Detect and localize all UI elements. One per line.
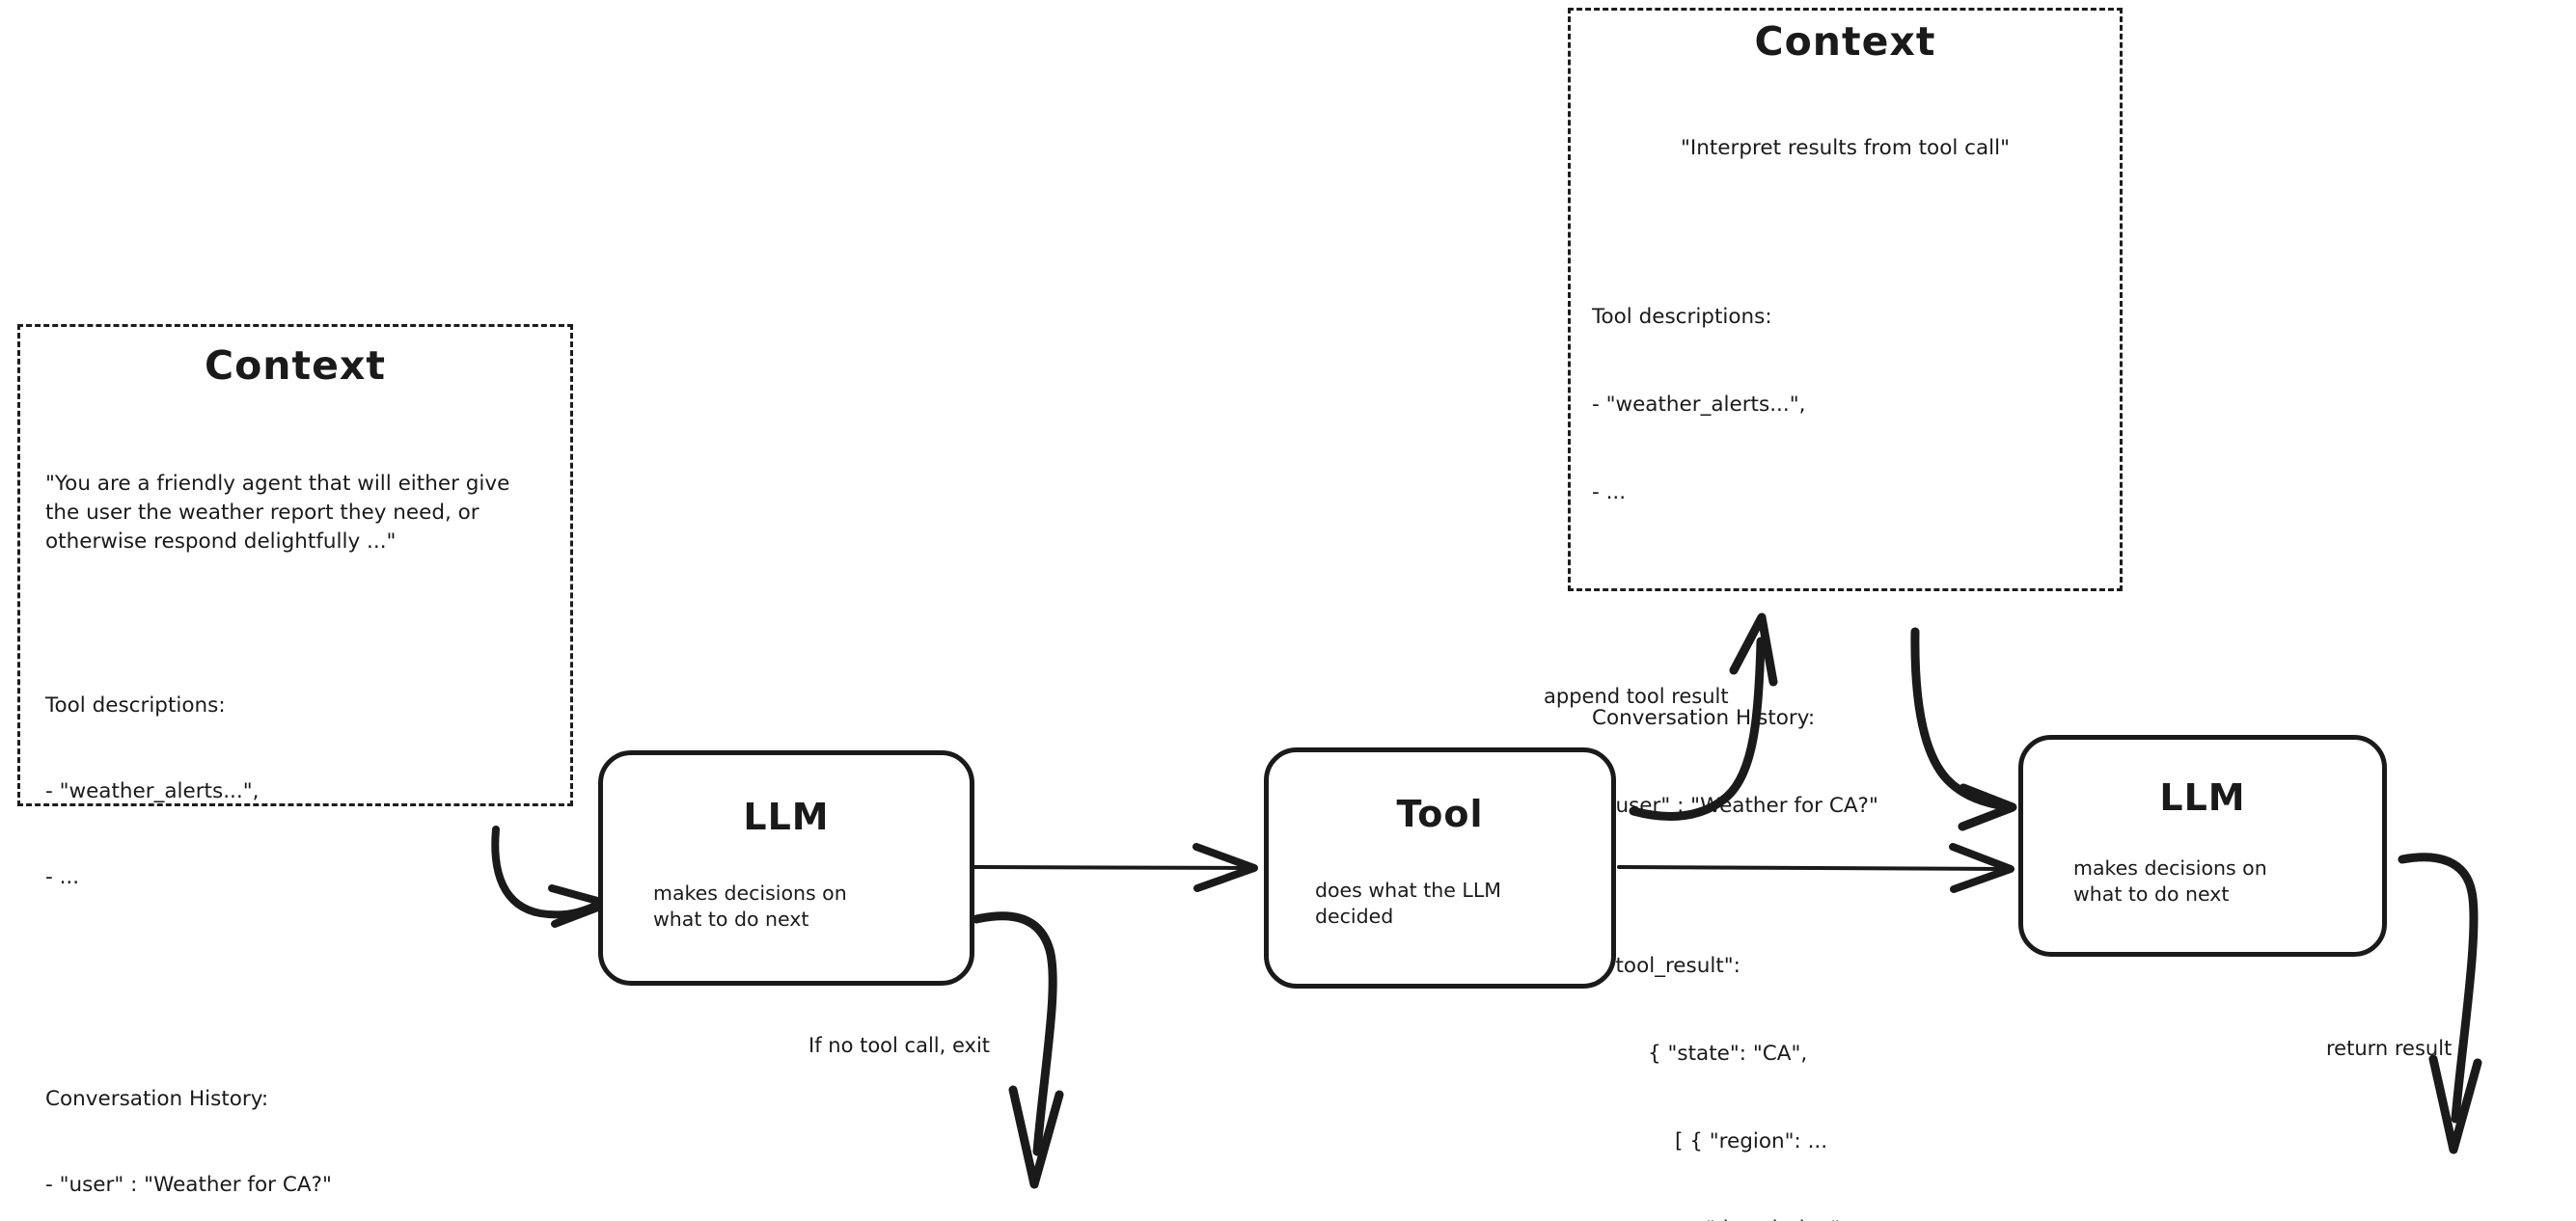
context-right-tools-heading: Tool descriptions:	[1592, 305, 1772, 330]
edge-label-if-no-tool-call-exit: If no tool call, exit	[808, 1034, 991, 1057]
node-tool-subtitle-line-2: decided	[1315, 905, 1394, 929]
node-llm-2-title: LLM	[2159, 776, 2246, 819]
arrow-llm1-exit	[972, 911, 1064, 1189]
context-left-tools-block: Tool descriptions: - "weather_alerts..."…	[45, 635, 545, 949]
node-tool[interactable]: Tool does what the LLM decided	[1264, 747, 1616, 989]
context-right-system-prompt: "Interpret results from tool call"	[1681, 135, 2010, 160]
context-left-tool-item-2: - ...	[45, 864, 80, 889]
node-tool-subtitle: does what the LLM decided	[1315, 878, 1501, 931]
arrow-llm2-return	[2398, 853, 2482, 1154]
context-right-tool-item-1: - "weather_alerts...",	[1592, 393, 1806, 418]
node-llm-2[interactable]: LLM makes decisions on what to do next	[2018, 735, 2387, 957]
edge-label-return-result: return result	[2326, 1037, 2453, 1060]
node-llm-2-subtitle-line-1: makes decisions on	[2073, 856, 2267, 880]
context-left-tool-item-1: - "weather_alerts...",	[45, 778, 260, 803]
arrow-context-right-to-llm2	[1910, 627, 2017, 831]
context-right-tool-result-line-1: { "state": "CA",	[1648, 1041, 1808, 1066]
context-box-left: Context "You are a friendly agent that w…	[17, 324, 573, 1197]
context-right-tools-block: Tool descriptions: - "weather_alerts..."…	[1592, 245, 2098, 566]
context-left-title: Context	[205, 342, 386, 389]
node-llm-2-subtitle: makes decisions on what to do next	[2073, 855, 2267, 909]
context-right-tool-result-line-3: "description": ...	[1592, 1215, 2098, 1221]
context-left-tools-heading: Tool descriptions:	[45, 693, 226, 718]
node-tool-subtitle-line-1: does what the LLM	[1315, 879, 1501, 902]
arrow-llm1-to-tool	[968, 843, 1258, 892]
context-left-history-item-1: - "user" : "Weather for CA?"	[45, 1172, 332, 1197]
context-box-right: Context "Interpret results from tool cal…	[1568, 8, 2123, 1221]
context-right-tool-result-key: - "tool_result":	[1592, 953, 1740, 978]
context-left-history-heading: Conversation History:	[45, 1086, 269, 1111]
node-llm-1-subtitle-line-2: what to do next	[653, 908, 809, 932]
edge-label-append-tool-result: append tool result	[1544, 685, 1729, 708]
context-right-title: Context	[1754, 18, 1936, 65]
node-llm-1-subtitle-line-1: makes decisions on	[653, 882, 847, 905]
node-llm-1-subtitle: makes decisions on what to do next	[653, 881, 847, 934]
node-llm-1-title: LLM	[743, 796, 830, 838]
context-right-body: "Interpret results from tool call" Tool …	[1592, 75, 2098, 1221]
context-right-history-block: Conversation History: - "user" : "Weathe…	[1592, 646, 2098, 1221]
context-left-history-block: Conversation History: - "user" : "Weathe…	[45, 1027, 545, 1221]
context-right-history-heading: Conversation History:	[1592, 706, 1816, 731]
arrow-tool-to-llm2	[1617, 843, 2014, 893]
context-right-tool-item-2: - ...	[1592, 480, 1627, 505]
node-llm-1[interactable]: LLM makes decisions on what to do next	[598, 750, 974, 986]
node-tool-title: Tool	[1396, 793, 1484, 835]
context-left-system-prompt: "You are a friendly agent that will eith…	[45, 472, 517, 554]
context-left-body: "You are a friendly agent that will eith…	[45, 413, 545, 1221]
context-right-tool-result-line-2: [ { "region": ...	[1675, 1128, 1828, 1153]
node-llm-2-subtitle-line-2: what to do next	[2073, 882, 2230, 907]
arrow-tool-to-context-right	[1629, 612, 1778, 821]
